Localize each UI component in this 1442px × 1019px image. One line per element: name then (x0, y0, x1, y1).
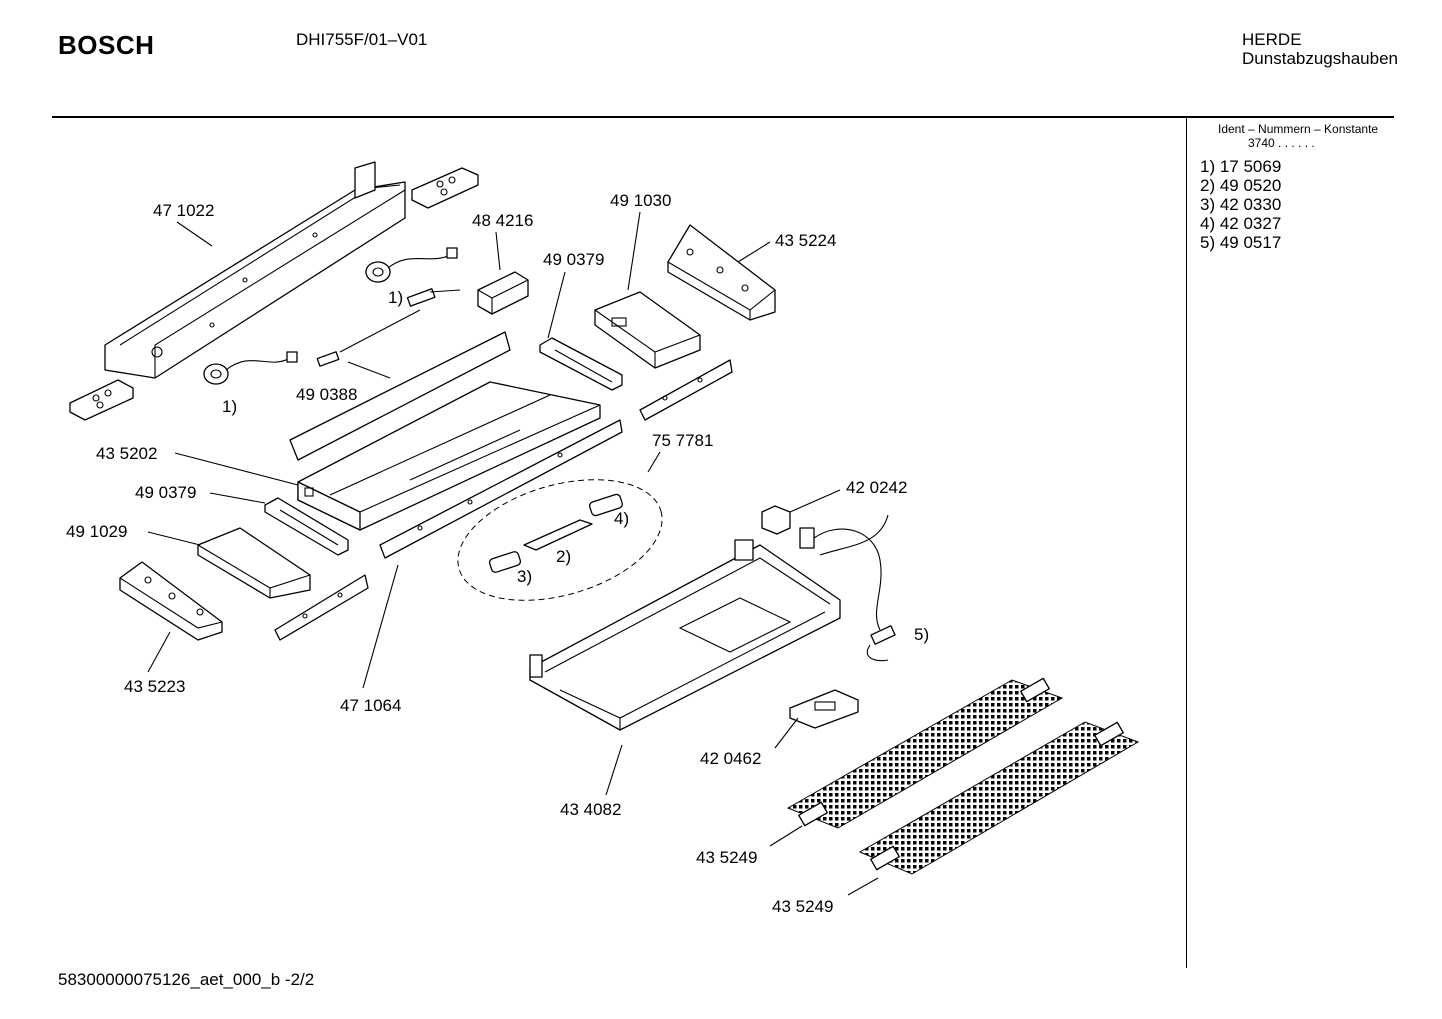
part-label: 75 7781 (652, 431, 713, 450)
product-category: HERDE Dunstabzugshauben (1242, 30, 1398, 68)
bracket-small-bottom (69, 379, 134, 421)
lamp-holder-upper (365, 247, 458, 283)
brand-logo: BOSCH (58, 30, 155, 60)
part-label: 3) (517, 567, 532, 586)
header-divider (52, 116, 1394, 118)
part-label: 43 5223 (124, 677, 185, 696)
part-label: 42 0242 (846, 478, 907, 497)
board-part-491029 (197, 527, 311, 599)
filter-part-435249-b (858, 721, 1140, 875)
switch-rail-lower (264, 497, 349, 556)
ident-item: 1) 17 5069 (1200, 157, 1282, 176)
filter-part-435249-a (786, 677, 1064, 829)
part-label: 1) (388, 288, 403, 307)
bracket-part-435223 (119, 561, 223, 641)
clip-part-420462 (789, 689, 859, 729)
frame-part-434082 (529, 539, 841, 731)
ident-list: 1) 17 5069 2) 49 0520 3) 42 0330 4) 42 0… (1200, 157, 1281, 252)
part-label: 43 5202 (96, 444, 157, 463)
ident-item: 4) 42 0327 (1200, 214, 1282, 233)
lamp-holder-lower (203, 351, 298, 385)
sidebar-divider (1186, 116, 1187, 968)
category-line-2: Dunstabzugshauben (1242, 49, 1398, 68)
ident-item: 2) 49 0520 (1200, 176, 1282, 195)
part-label: 2) (556, 547, 571, 566)
part-label: 49 1030 (610, 191, 671, 210)
ident-heading: Ident – Nummern – Konstante (1218, 122, 1379, 136)
leader-lines (147, 211, 879, 896)
button-set-part-757781 (457, 479, 663, 601)
transformer-part-484216 (477, 271, 529, 315)
part-label: 48 4216 (472, 211, 533, 230)
housing-part-435202 (289, 331, 601, 531)
part-label: 5) (914, 625, 929, 644)
part-label: 49 0388 (296, 385, 357, 404)
model-number: DHI755F/01–V01 (296, 30, 428, 49)
bracket-part-435224 (667, 224, 776, 321)
cable-part-490388 (316, 288, 461, 367)
switch-part-420242 (761, 505, 896, 662)
document-footer: 58300000075126_aet_000_b -2/2 (58, 970, 315, 989)
part-label: 43 5249 (772, 897, 833, 916)
part-label: 49 1029 (66, 522, 127, 541)
exploded-parts-diagram: 47 1022 48 4216 49 1030 49 0379 43 5224 … (66, 161, 1140, 916)
part-label: 1) (222, 397, 237, 416)
bracket-small-top (411, 167, 479, 209)
part-label: 4) (614, 509, 629, 528)
part-label: 43 4082 (560, 800, 621, 819)
part-label: 47 1064 (340, 696, 401, 715)
side-rail-left (274, 574, 369, 641)
part-label: 43 5224 (775, 231, 836, 250)
rail-part-471022 (104, 161, 406, 379)
side-rail-right (639, 359, 733, 421)
category-line-1: HERDE (1242, 30, 1302, 49)
ident-constant: 3740 . . . . . . (1248, 136, 1315, 150)
ident-item: 5) 49 0517 (1200, 233, 1282, 252)
ident-item: 3) 42 0330 (1200, 195, 1282, 214)
trim-part-471064 (379, 419, 623, 559)
part-label: 49 0379 (543, 250, 604, 269)
part-label: 49 0379 (135, 483, 196, 502)
part-label: 42 0462 (700, 749, 761, 768)
switch-rail-upper (539, 337, 623, 391)
board-part-491030 (594, 291, 701, 369)
part-label: 43 5249 (696, 848, 757, 867)
part-label: 47 1022 (153, 201, 214, 220)
